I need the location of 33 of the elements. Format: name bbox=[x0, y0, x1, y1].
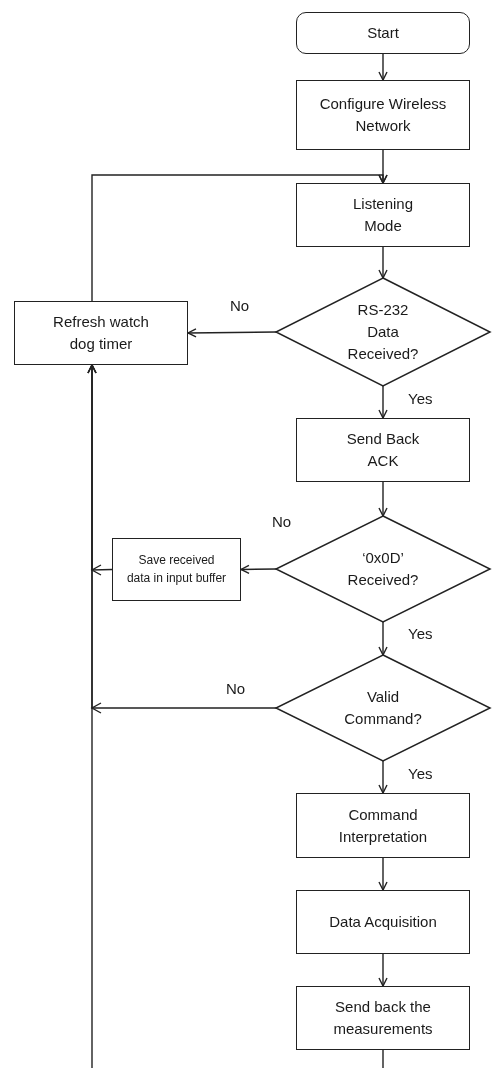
decision-text: ‘0x0D’ Received? bbox=[346, 548, 420, 590]
process-box bbox=[296, 80, 470, 150]
box-text: Send Back ACK bbox=[345, 429, 421, 471]
process-box bbox=[296, 793, 470, 858]
decision-text: RS-232 Data Received? bbox=[346, 300, 420, 364]
connector-arrow bbox=[378, 481, 388, 517]
box-text: Listening Mode bbox=[351, 194, 414, 236]
connector-arrow bbox=[378, 857, 388, 891]
process-box bbox=[112, 538, 241, 601]
box-text: Send back the measurements bbox=[332, 997, 434, 1039]
connector-arrow bbox=[91, 174, 388, 302]
connector-arrow bbox=[378, 246, 388, 279]
terminal-box bbox=[296, 12, 470, 54]
decision-text: Valid Command? bbox=[343, 687, 423, 729]
box-text: Command Interpretation bbox=[337, 804, 429, 847]
connector-arrow bbox=[378, 621, 388, 656]
process-box bbox=[14, 301, 188, 365]
box-text: Save received data in input buffer bbox=[126, 552, 227, 587]
box-text: Data Acquisition bbox=[329, 912, 437, 933]
connector-arrow bbox=[87, 364, 97, 1068]
box-text: Configure Wireless Network bbox=[318, 94, 448, 136]
connector-arrow bbox=[378, 53, 388, 81]
process-box bbox=[296, 890, 470, 954]
box-text: Start bbox=[367, 23, 399, 44]
process-box bbox=[296, 986, 470, 1050]
process-box bbox=[296, 183, 470, 247]
process-box bbox=[296, 418, 470, 482]
connector-arrow bbox=[378, 760, 388, 794]
connector-arrow bbox=[240, 564, 277, 575]
connector-arrow bbox=[187, 328, 277, 338]
connector-arrow bbox=[378, 385, 388, 419]
connector-arrow bbox=[378, 953, 388, 987]
box-text: Refresh watch dog timer bbox=[52, 312, 150, 354]
